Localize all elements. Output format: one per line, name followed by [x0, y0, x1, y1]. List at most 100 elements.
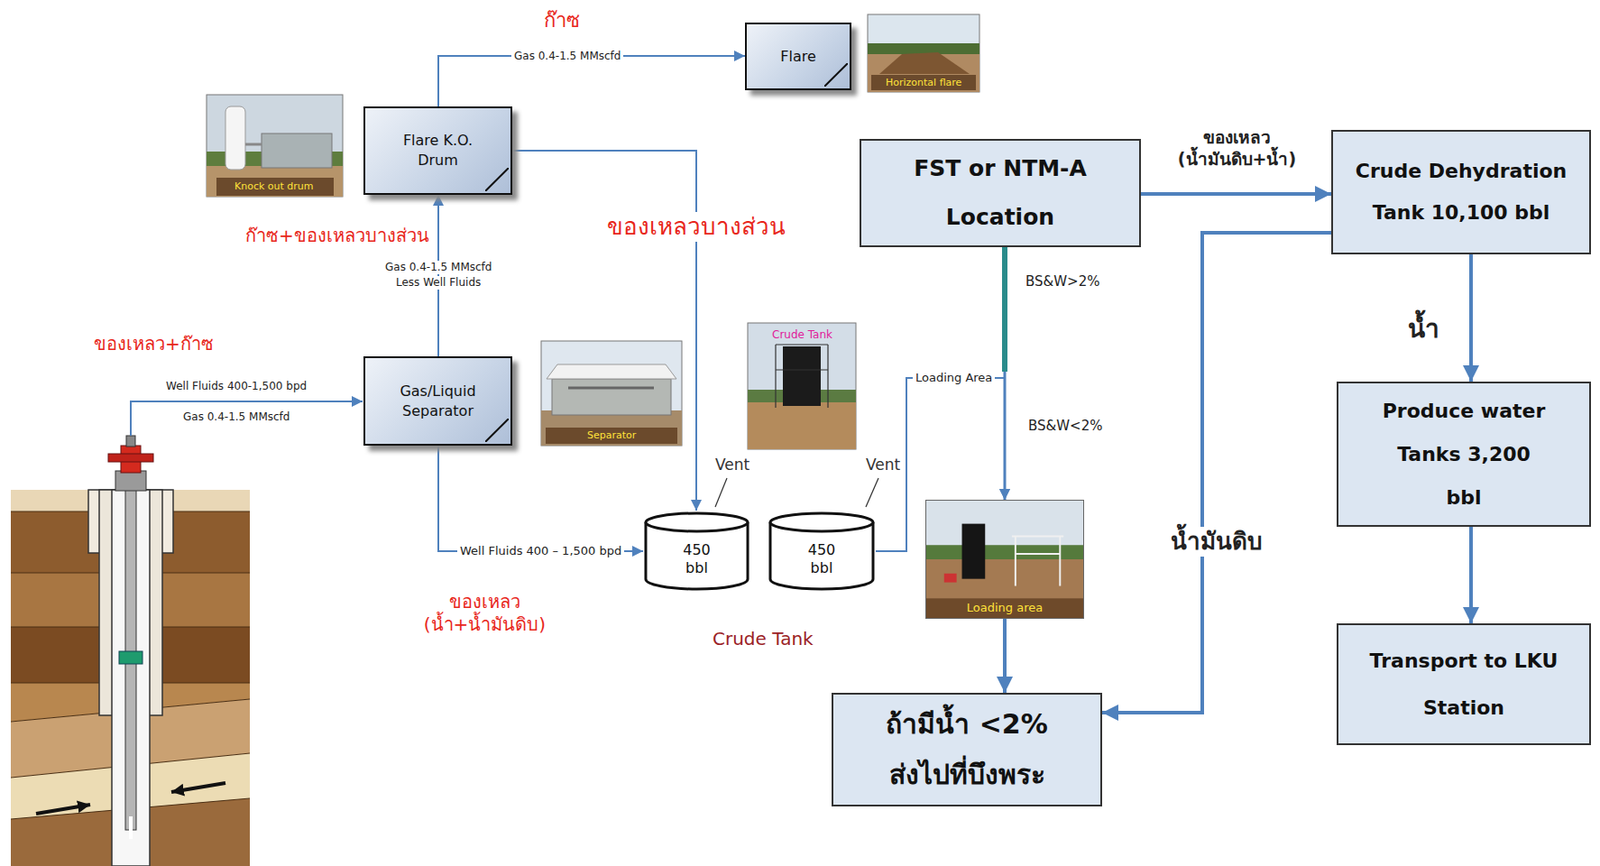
separator-box [485, 418, 509, 442]
loading-area-photo [1011, 535, 1064, 586]
well-illustration [119, 651, 143, 664]
separator-box [485, 418, 509, 442]
crude-tank: 450 bbl [767, 510, 876, 592]
loading-area-photo [1058, 535, 1061, 586]
knockout-drum-photo [261, 133, 332, 168]
vent-label: Vent [715, 455, 750, 475]
flare-photo [867, 14, 980, 92]
node-text: 450 bbl [677, 541, 718, 578]
edge-label: Gas 0.4-1.5 MMscfd [511, 49, 624, 64]
vent-leader-lines [715, 478, 879, 507]
node-text: Crude Dehydration Tank 10,100 bbl [1342, 150, 1581, 234]
separator-photo [541, 340, 682, 446]
flow-note: ของเหลว (น้ำ+น้ำมันดิบ) [422, 590, 548, 636]
well-flow-line [130, 401, 363, 436]
node-text: Loading area [966, 600, 1043, 615]
node-text: Transport to LKU Station [1347, 637, 1581, 732]
loading-area-photo [926, 500, 1084, 618]
edge-label: Gas 0.4-1.5 MMscfd [382, 260, 495, 275]
crude-tank: 450 bbl [643, 510, 751, 592]
edge-label: น้ำมันดิบ [1167, 526, 1266, 557]
knockout-drum-box [485, 167, 509, 192]
knockout-drum-photo [206, 94, 343, 197]
flow-line [1469, 526, 1473, 624]
flow-note: ก๊าซ [543, 8, 580, 34]
well-illustration [115, 470, 147, 491]
flare-photo [879, 52, 970, 74]
flare-box: Flare [744, 22, 852, 91]
crude-tank [645, 513, 748, 532]
location-box: FST or NTM-A Location [859, 138, 1141, 248]
knockout-drum-photo [245, 143, 262, 147]
crude-tank-photo [775, 343, 828, 345]
crude-tank-photo [774, 344, 776, 408]
flow-connector [1471, 526, 1472, 624]
flow-rate: Gas 0.4-1.5 MMscfd [183, 410, 290, 424]
flow-connector [512, 150, 697, 511]
crude-tank [770, 513, 874, 532]
node-text: Gas/Liquid Separator [388, 381, 488, 422]
flare-photo [871, 74, 976, 91]
knockout-drum-box: Flare K.O. Drum [363, 106, 513, 195]
crude-tank-photo [775, 368, 828, 370]
photo-caption: Horizontal flare [885, 76, 962, 90]
loading-area-photo [926, 597, 1084, 618]
knockout-drum-photo [225, 106, 246, 170]
flow-connector [1471, 254, 1472, 382]
flare-box [824, 63, 848, 87]
flow-line [1140, 192, 1332, 196]
vent-leader-lines [715, 478, 727, 507]
flow-connector [438, 55, 745, 107]
separator-photo [551, 378, 672, 415]
flare-photo [867, 43, 980, 55]
separator-photo [546, 364, 677, 379]
transport-box: Transport to LKU Station [1336, 623, 1591, 745]
well-illustration [128, 816, 133, 839]
flare-box [824, 63, 848, 87]
knockout-drum-photo [206, 94, 343, 197]
node-text: 450 bbl [801, 541, 842, 578]
photo-caption: Crude Tank [772, 328, 833, 342]
flow-note: ของเหลวบางส่วน [604, 211, 789, 242]
bsw-segment [1002, 247, 1008, 372]
knockout-drum-box [485, 167, 509, 192]
flow-line [512, 150, 697, 511]
destination-box: ถ้ามีน้ำ <2% ส่งไปที่บึงพระ [831, 692, 1103, 807]
node-text: ถ้ามีน้ำ <2% ส่งไปที่บึงพระ [884, 698, 1050, 800]
crude-tank-photo [747, 322, 856, 450]
flow-line [1469, 254, 1473, 382]
vent-leader-lines [865, 478, 879, 507]
edge-label: น้ำ [1407, 312, 1440, 345]
flow-connector [1140, 193, 1332, 195]
crude-tank-photo [747, 322, 856, 450]
well-illustration [171, 782, 226, 792]
crude-tank-photo [782, 346, 821, 406]
flow-note: ก๊าซ+ของเหลวบางส่วน [245, 224, 430, 248]
flow-connector [1004, 618, 1006, 693]
condition-label: BS&W>2% [1025, 273, 1100, 291]
loading-area-photo: Loading area [925, 499, 1085, 619]
flow-line [438, 445, 644, 552]
separator-photo [568, 386, 654, 390]
vent-label: Vent [865, 455, 901, 475]
edge-label: ของเหลว (น้ำมันดิบ+น้ำ) [1176, 127, 1298, 171]
loading-area-photo [1015, 552, 1060, 555]
flow-line [1002, 618, 1007, 693]
well-illustration [126, 435, 136, 447]
edge-label: Loading Area [912, 370, 995, 386]
separator-photo [545, 427, 678, 444]
well-illustration [36, 804, 91, 814]
crude-tank-photo [827, 344, 828, 408]
photo-caption: Knock out drum [234, 180, 314, 194]
edge-label: BS&W<2% [1028, 417, 1103, 435]
flow-rate: Well Fluids 400-1,500 bpd [165, 379, 307, 394]
node-text: Produce water Tanks 3,200 bbl [1378, 389, 1550, 520]
produced-water-box: Produce water Tanks 3,200 bbl [1336, 381, 1591, 527]
knockout-drum-photo [216, 177, 334, 196]
flare-photo [867, 14, 980, 92]
loading-area-photo [944, 573, 957, 583]
crude-tank-photo [775, 344, 828, 408]
knockout-drum-photo [206, 165, 343, 197]
separator-photo [541, 340, 682, 446]
